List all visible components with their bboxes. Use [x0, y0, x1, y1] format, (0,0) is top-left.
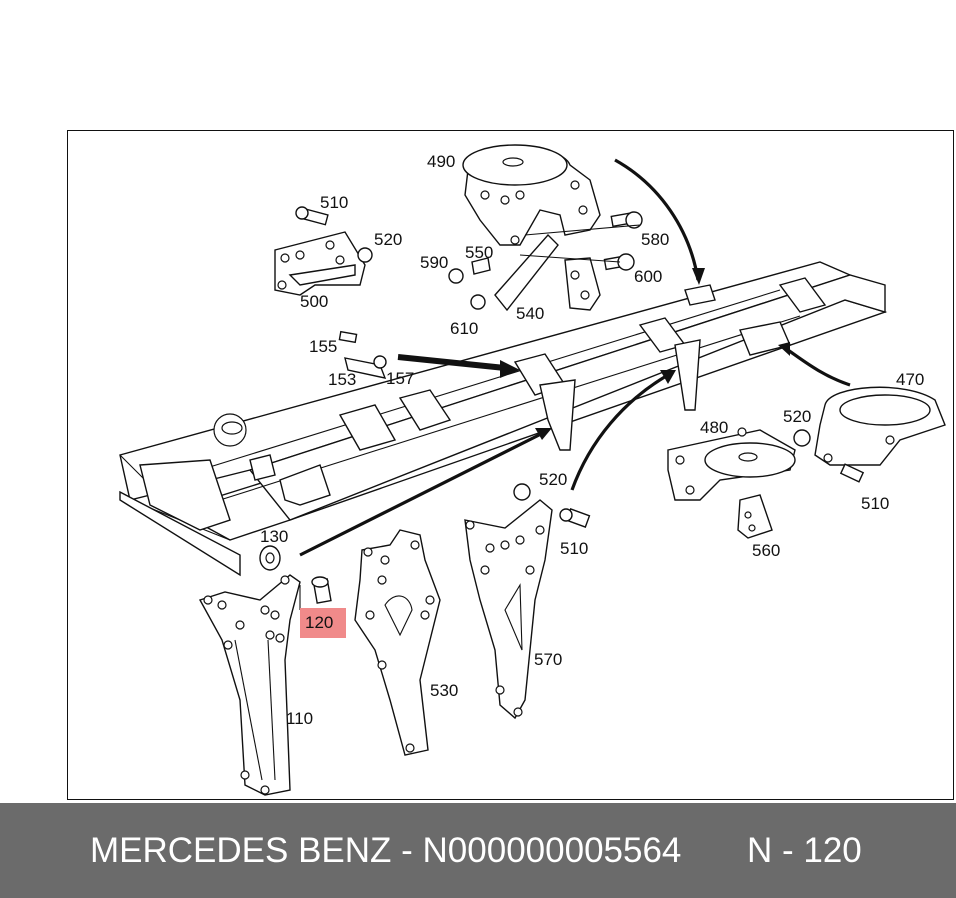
label-490[interactable]: 490: [427, 152, 455, 171]
label-480[interactable]: 480: [700, 418, 728, 437]
leader-lines: [299, 224, 641, 610]
footer-position-number: N - 120: [747, 830, 862, 870]
part-470-bracket: [793, 386, 946, 483]
part-530-hanger: [354, 529, 441, 756]
pointer-arrows: [299, 158, 851, 557]
part-540-plate: [494, 233, 601, 312]
part-490-bracket: [462, 144, 601, 246]
label-153[interactable]: 153: [328, 370, 356, 389]
label-130[interactable]: 130: [260, 527, 288, 546]
bolts-580-600: [448, 211, 643, 310]
part-480-bracket: [667, 427, 796, 501]
label-110[interactable]: 110: [286, 709, 313, 728]
chassis-frame: [119, 261, 888, 577]
label-510-top[interactable]: 510: [320, 193, 348, 212]
label-120[interactable]: 120: [305, 613, 333, 632]
label-520-middle[interactable]: 520: [539, 470, 567, 489]
label-510-middle[interactable]: 510: [560, 539, 588, 558]
part-500-bracket: [274, 206, 373, 296]
label-590[interactable]: 590: [420, 253, 448, 272]
part-570-hanger: [464, 499, 553, 720]
label-540[interactable]: 540: [516, 304, 544, 323]
bolt-120: [311, 576, 332, 604]
label-155[interactable]: 155: [309, 337, 337, 356]
shackle-153: [338, 330, 387, 379]
label-610[interactable]: 610: [450, 319, 478, 338]
label-520-right[interactable]: 520: [783, 407, 811, 426]
washer-bolt-520-510: [513, 483, 591, 528]
highlight-120: [300, 608, 346, 638]
label-157[interactable]: 157: [386, 369, 414, 388]
label-530[interactable]: 530: [430, 681, 458, 700]
label-600[interactable]: 600: [634, 267, 662, 286]
label-580[interactable]: 580: [641, 230, 669, 249]
washer-130: [259, 545, 281, 571]
part-110-hanger: [198, 574, 301, 796]
label-510-right[interactable]: 510: [861, 494, 889, 513]
label-570[interactable]: 570: [534, 650, 562, 669]
label-470[interactable]: 470: [896, 370, 924, 389]
label-550[interactable]: 550: [465, 243, 493, 262]
footer-brand-part-number: MERCEDES BENZ - N000000005564: [90, 830, 682, 870]
label-560[interactable]: 560: [752, 541, 780, 560]
label-520-top[interactable]: 520: [374, 230, 402, 249]
label-500[interactable]: 500: [300, 292, 328, 311]
footer-bar: MERCEDES BENZ - N000000005564 N - 120: [0, 803, 956, 898]
part-560: [737, 494, 773, 539]
